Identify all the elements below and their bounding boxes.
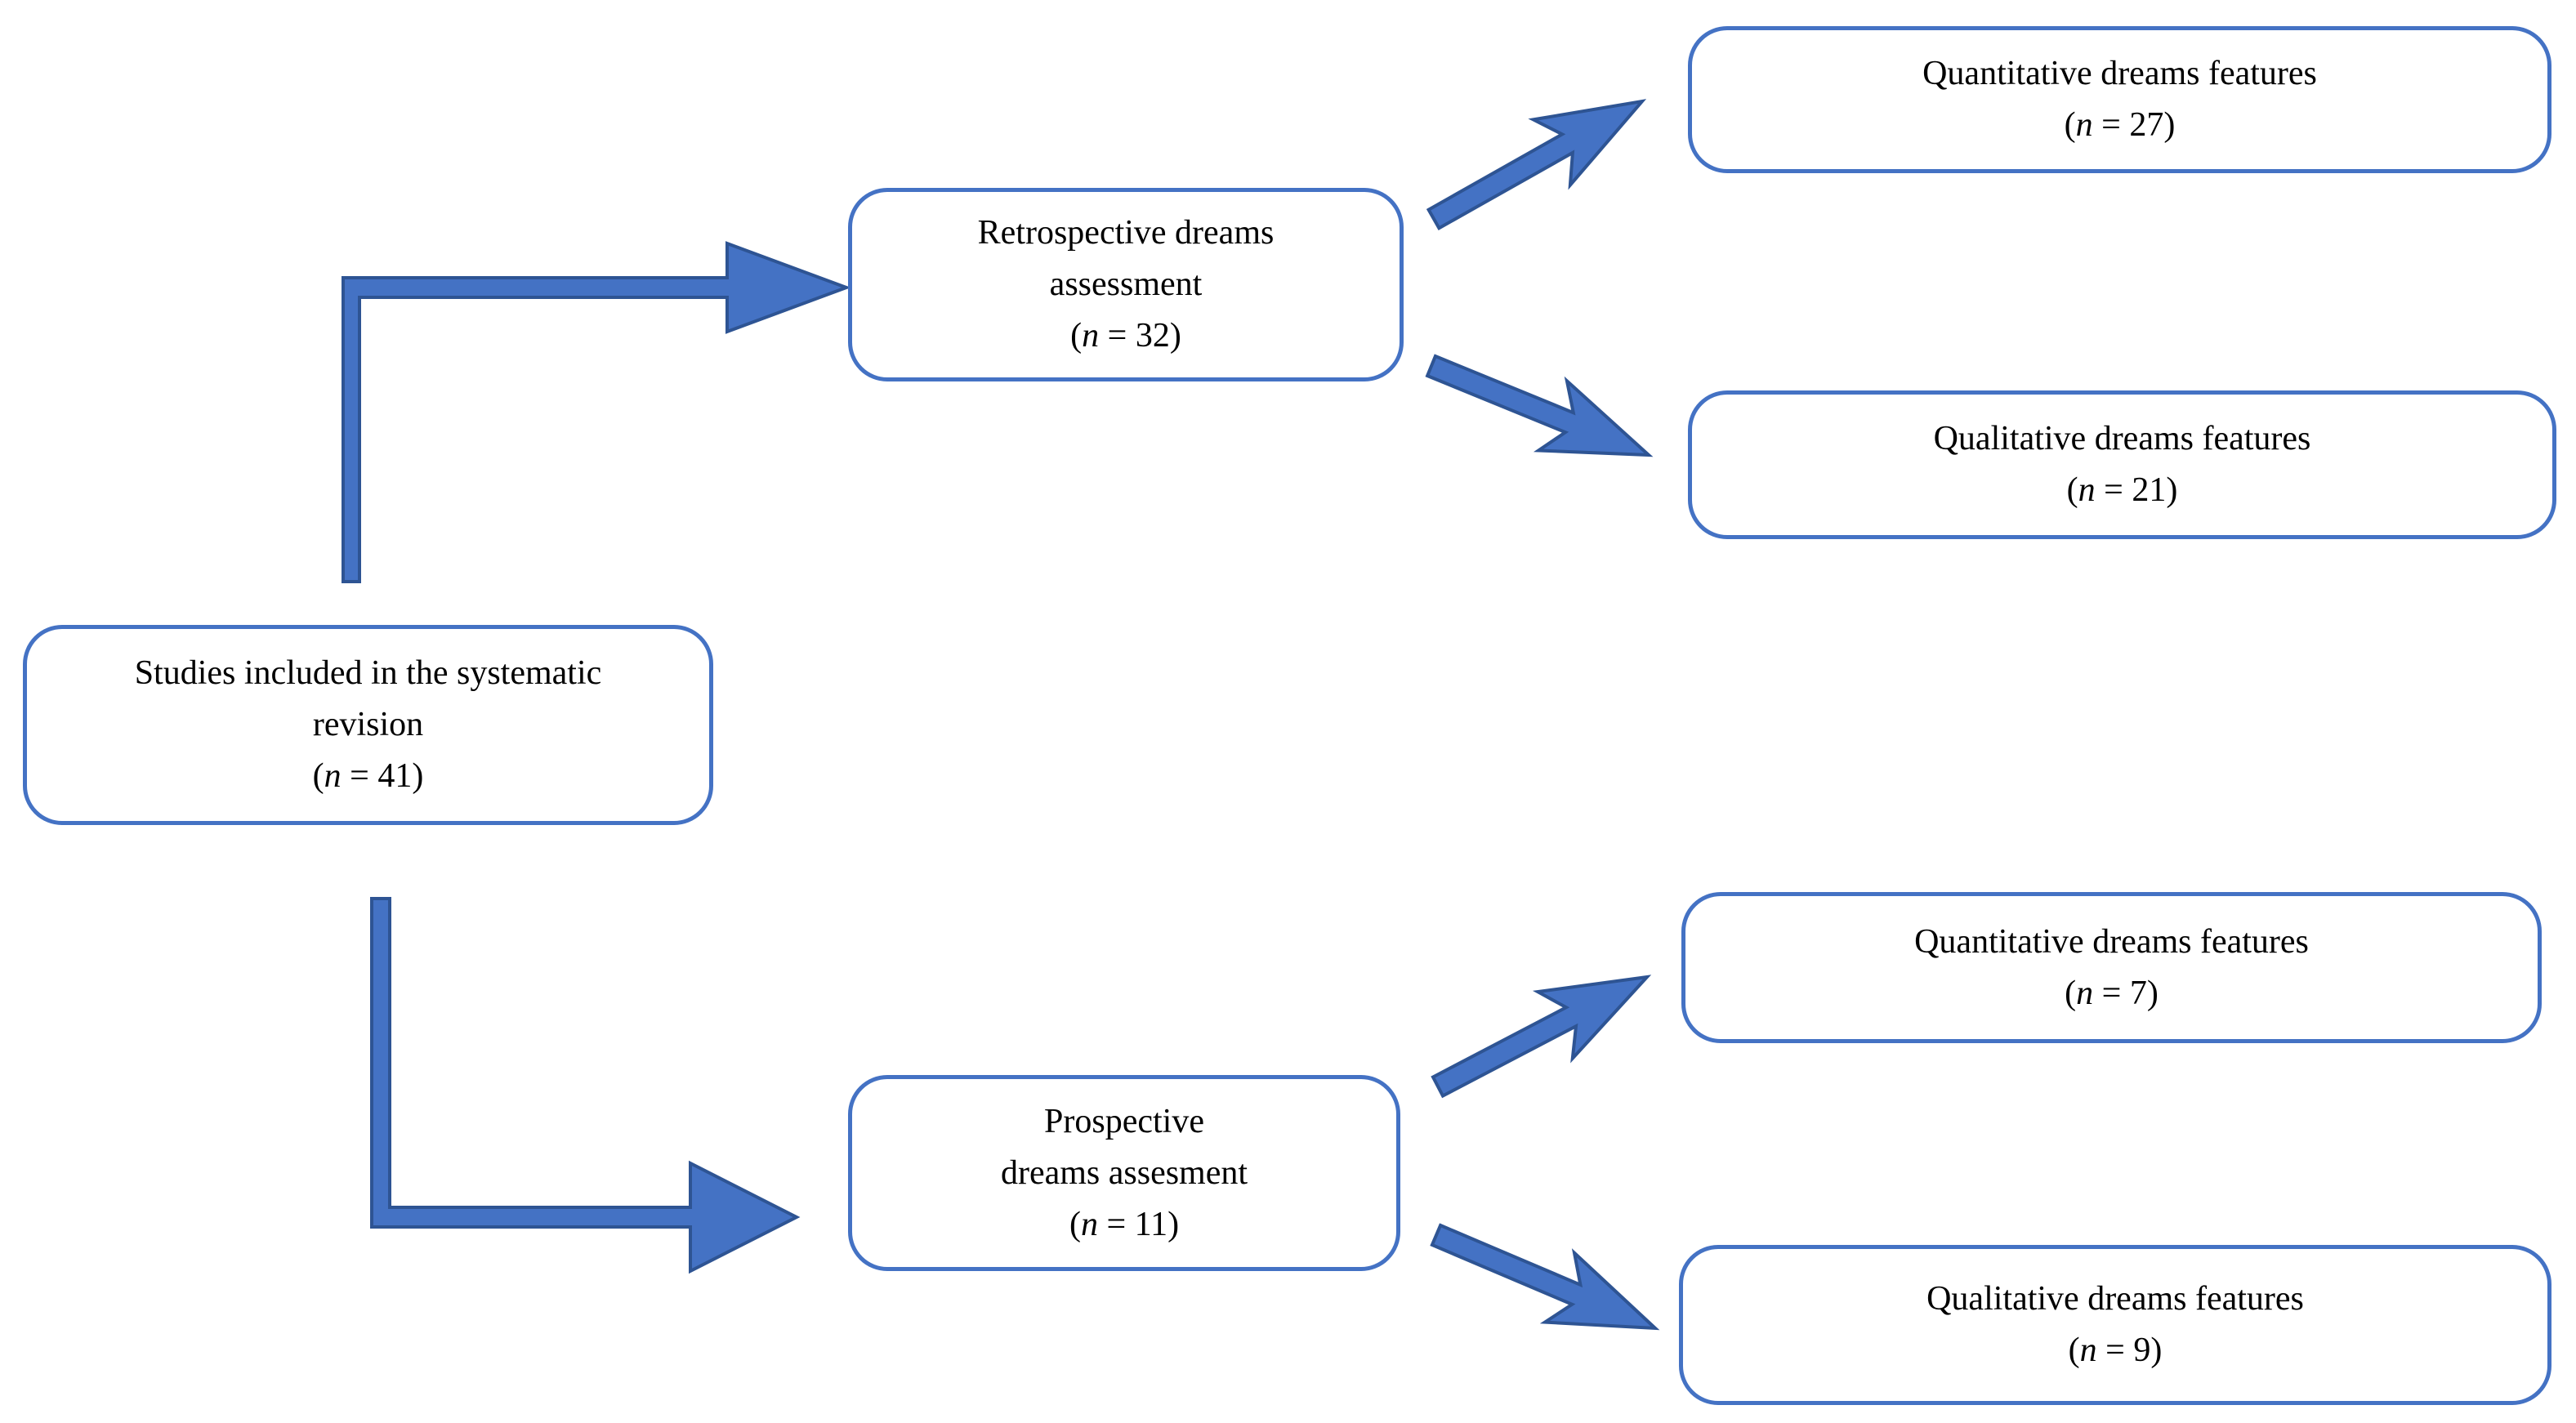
elbow-arrow-to-prospective-icon [370,897,801,1274]
node-title-line: Prospective [1044,1102,1204,1140]
node-count: (n = 7) [2065,974,2159,1012]
diagonal-arrow-retro-quantitative-icon [1426,99,1647,231]
diagonal-arrow-pros-qualitative-icon [1430,1223,1660,1331]
node-studies-included: Studies included in the systematic revis… [23,625,713,825]
node-title-line: Retrospective dreams [977,214,1275,252]
node-title-line: Quantitative dreams features [1914,922,2309,961]
node-title-line: dreams assesment [1000,1153,1248,1192]
node-pros-quantitative-features: Quantitative dreams features (n = 7) [1681,892,2542,1043]
elbow-arrow-to-retrospective-icon [342,241,851,583]
node-title-line: Studies included in the systematic [134,654,602,692]
node-title-line: Qualitative dreams features [1926,1280,2304,1318]
node-count: (n = 41) [312,757,424,795]
node-retrospective-assessment: Retrospective dreams assessment (n = 32) [848,188,1404,381]
diagonal-arrow-pros-quantitative-icon [1431,975,1652,1099]
node-count: (n = 11) [1069,1205,1180,1243]
node-retro-quantitative-features: Quantitative dreams features (n = 27) [1688,26,2551,173]
diagonal-arrow-retro-qualitative-icon [1425,354,1654,457]
node-title-line: Qualitative dreams features [1933,420,2311,457]
node-count: (n = 21) [2066,471,2178,509]
node-title-line: Quantitative dreams features [1922,55,2317,92]
node-retro-qualitative-features: Qualitative dreams features (n = 21) [1688,390,2556,539]
node-count: (n = 32) [1070,317,1181,355]
node-count: (n = 27) [2064,106,2176,144]
node-title-line: revision [312,706,424,743]
node-prospective-assessment: Prospective dreams assesment (n = 11) [848,1075,1400,1271]
node-count: (n = 9) [2068,1332,2163,1369]
node-title-line: assessment [1049,265,1203,303]
node-pros-qualitative-features: Qualitative dreams features (n = 9) [1679,1245,2551,1405]
